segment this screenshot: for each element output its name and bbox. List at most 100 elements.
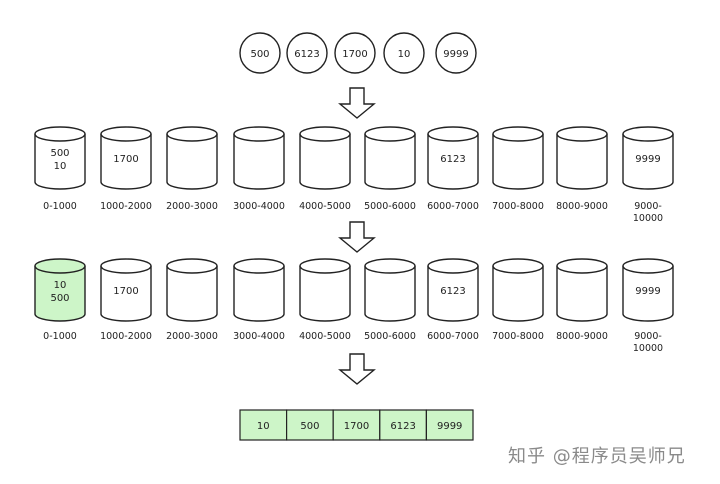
bucket-range-label: 7000-8000 [492,331,544,342]
bucket-5000-6000: 5000-6000 [364,258,416,342]
bucket-4000-5000: 4000-5000 [299,126,351,212]
input-circle [239,32,281,74]
bucket-body [166,134,218,190]
bucket-body [299,134,351,190]
bucket-4000-5000: 4000-5000 [299,258,351,342]
bucket-top [166,126,218,142]
bucket-top [427,258,479,274]
sorted-cell-value: 10 [257,421,270,432]
bucket-8000-9000: 8000-9000 [556,258,608,342]
bucket-item: 500 [50,293,69,304]
sorted-cell-box [286,409,334,441]
input-number-label: 9999 [443,49,468,60]
bucket-0-1000: 500 10 0-1000 [34,126,86,212]
bucket-range-label: 8000-9000 [556,331,608,342]
bucket-1000-2000: 1700 1000-2000 [100,258,152,342]
bucket-6000-7000: 6123 6000-7000 [427,126,479,212]
bucket-range-label: 5000-6000 [364,201,416,212]
watermark: 知乎 @程序员吴师兄 [508,446,686,467]
bucket-top [556,126,608,142]
input-number-label: 1700 [342,49,367,60]
bucket-body [364,266,416,322]
bucket-top [364,126,416,142]
sorted-cell: 9999 [425,409,474,441]
input-circle [435,32,477,74]
input-number-node: 10 [383,32,425,74]
bucket-top [427,126,479,142]
bucket-range-label: 10000 [633,213,663,224]
bucket-2000-3000: 2000-3000 [166,126,218,212]
sorted-cell-value: 500 [300,421,319,432]
bucket-range-label: 1000-2000 [100,331,152,342]
bucket-item: 1700 [113,286,138,297]
bucket-body [100,134,152,190]
bucket-range-label: 2000-3000 [166,331,218,342]
bucket-range-label: 4000-5000 [299,201,351,212]
bucket-range-label: 7000-8000 [492,201,544,212]
input-number-label: 10 [398,49,411,60]
bucket-top [299,126,351,142]
bucket-body [34,134,86,190]
bucket-range-label: 0-1000 [43,201,77,212]
input-number-node: 6123 [286,32,328,74]
bucket-body [299,266,351,322]
bucket-range-label: 2000-3000 [166,201,218,212]
bucket-body [34,266,86,322]
bucket-item: 10 [54,161,67,172]
bucket-body [233,134,285,190]
bucket-top [622,126,674,142]
bucket-7000-8000: 7000-8000 [492,126,544,212]
bucket-top [100,126,152,142]
bucket-3000-4000: 3000-4000 [233,258,285,342]
bucket-top [100,258,152,274]
bucket-body [427,134,479,190]
input-number-label: 500 [250,49,269,60]
bucket-body [364,134,416,190]
sorted-cell-value: 1700 [344,421,369,432]
bucket-body [166,266,218,322]
sorted-cell-value: 6123 [390,421,415,432]
bucket-top [166,258,218,274]
sorted-cell-value: 9999 [437,421,462,432]
bucket-body [492,266,544,322]
input-number-node: 500 [239,32,281,74]
sorted-cell-box [332,409,381,441]
bucket-item: 500 [50,148,69,159]
bucket-range-label: 10000 [633,343,663,354]
down-arrow-icon [338,221,376,253]
input-circle [334,32,376,74]
sorted-cell-box [379,409,427,441]
bucket-top [34,258,86,274]
bucket-range-label: 6000-7000 [427,201,479,212]
down-arrow-icon [338,87,376,119]
input-number-node: 1700 [334,32,376,74]
bucket-5000-6000: 5000-6000 [364,126,416,212]
bucket-8000-9000: 8000-9000 [556,126,608,212]
bucket-body [427,266,479,322]
down-arrow-icon [338,353,376,385]
bucket-top [233,126,285,142]
input-number-node: 9999 [435,32,477,74]
bucket-top [34,126,86,142]
bucket-top [622,258,674,274]
sorted-cell-box [239,409,288,441]
bucket-item: 9999 [635,286,660,297]
bucket-item: 6123 [440,286,465,297]
bucket-body [492,134,544,190]
bucket-item: 6123 [440,154,465,165]
bucket-body [622,266,674,322]
bucket-item: 1700 [113,154,138,165]
bucket-range-label: 9000- [634,331,662,342]
bucket-item: 10 [54,280,67,291]
bucket-top [233,258,285,274]
bucket-top [299,258,351,274]
bucket-2000-3000: 2000-3000 [166,258,218,342]
input-circle [286,32,328,74]
bucket-item: 9999 [635,154,660,165]
sorted-cell: 6123 [379,409,427,441]
